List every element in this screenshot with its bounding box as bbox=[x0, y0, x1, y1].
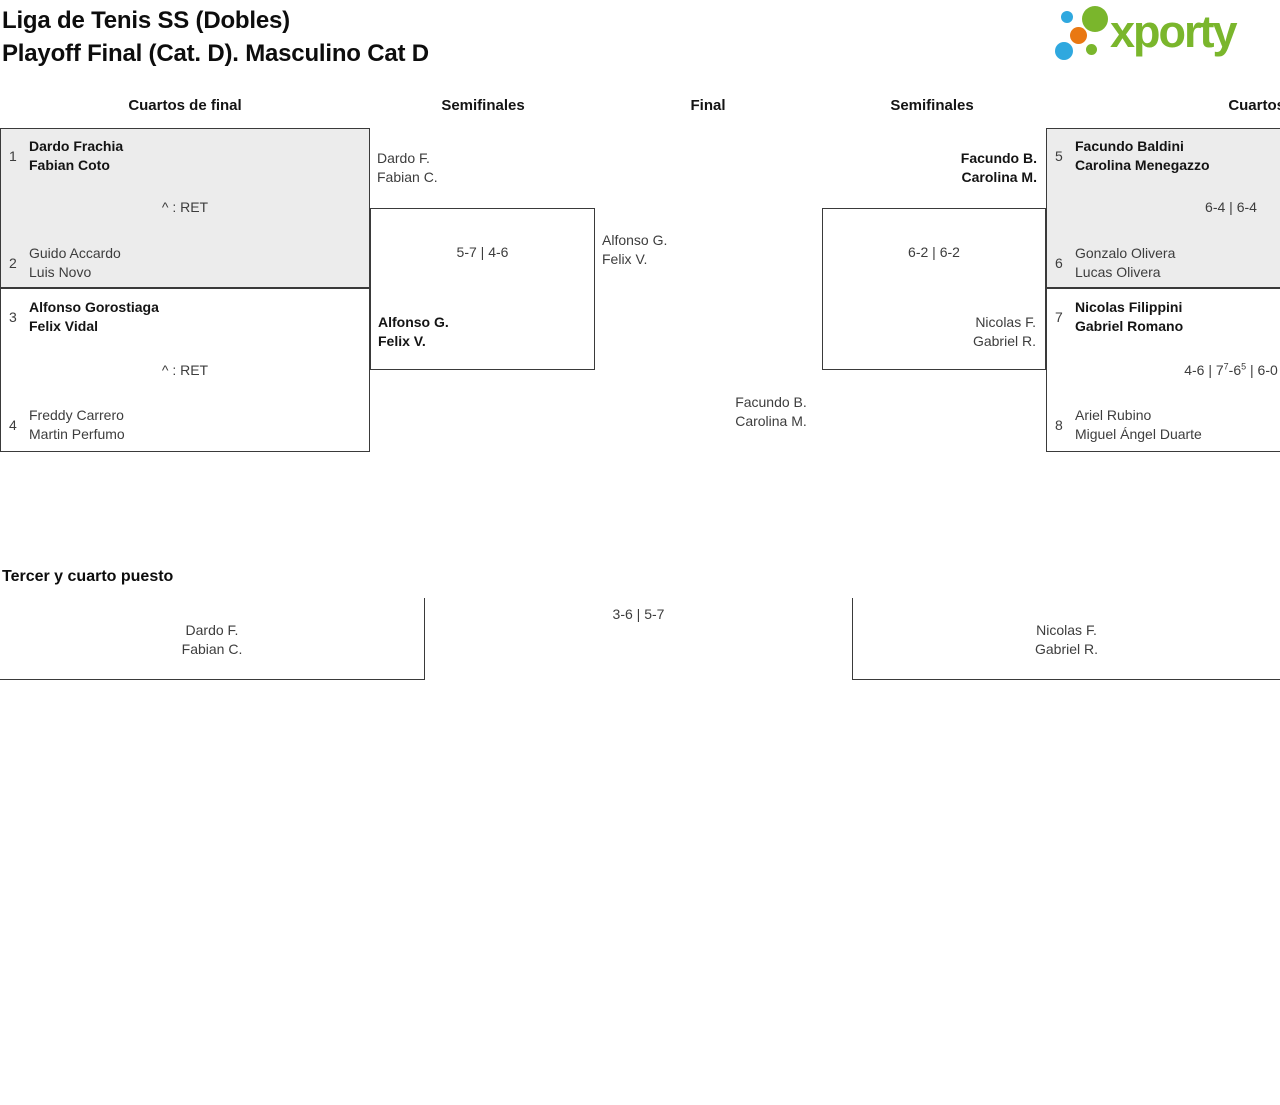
player-name: Dardo Frachia bbox=[29, 138, 124, 154]
final-team-right: Facundo B. Carolina M. bbox=[660, 393, 882, 431]
match-box-qf2: 3 Alfonso Gorostiaga Felix Vidal ^ : RET… bbox=[0, 288, 370, 452]
team-entry: 7 Nicolas Filippini Gabriel Romano bbox=[1047, 298, 1280, 336]
match-score: ^ : RET bbox=[161, 199, 209, 215]
team-entry: 3 Alfonso Gorostiaga Felix Vidal bbox=[1, 298, 369, 336]
player-name: Dardo F. bbox=[377, 150, 430, 166]
player-name: Felix V. bbox=[378, 333, 426, 349]
seed-number: 3 bbox=[9, 309, 17, 325]
player-name: Facundo B. bbox=[735, 394, 807, 410]
round-header-qf-left: Cuartos de final bbox=[128, 97, 242, 114]
third-place-score: 3-6 | 5-7 bbox=[612, 606, 665, 622]
player-name: Fabian Coto bbox=[29, 157, 110, 173]
player-name: Felix Vidal bbox=[29, 318, 98, 334]
seed-number: 5 bbox=[1055, 148, 1063, 164]
match-box-qf4: 7 Nicolas Filippini Gabriel Romano 4-6 |… bbox=[1046, 288, 1280, 452]
match-box-sf-right: 6-2 | 6-2 Nicolas F. Gabriel R. bbox=[822, 208, 1046, 370]
player-name: Alfonso G. bbox=[378, 314, 449, 330]
team-names: Alfonso Gorostiaga Felix Vidal bbox=[29, 298, 159, 336]
match-box-qf1: 1 Dardo Frachia Fabian Coto ^ : RET 2 Gu… bbox=[0, 128, 370, 288]
third-place-team-left: Dardo F. Fabian C. bbox=[0, 621, 424, 659]
xporty-logo[interactable]: xporty bbox=[1050, 3, 1278, 69]
third-place-bracket-left: Dardo F. Fabian C. bbox=[0, 598, 425, 680]
third-place-team-right: Nicolas F. Gabriel R. bbox=[853, 621, 1280, 659]
seed-number: 4 bbox=[9, 417, 17, 433]
round-header-qf-right: Cuartos de final bbox=[1228, 97, 1280, 114]
player-name: Martin Perfumo bbox=[29, 426, 125, 442]
round-header-sf-left: Semifinales bbox=[441, 97, 525, 114]
player-name: Ariel Rubino bbox=[1075, 407, 1152, 423]
match-box-qf3: 5 Facundo Baldini Carolina Menegazzo 6-4… bbox=[1046, 128, 1280, 288]
third-place-bracket-right: Nicolas F. Gabriel R. bbox=[852, 598, 1280, 680]
player-name: Carolina M. bbox=[735, 413, 807, 429]
player-name: Gabriel R. bbox=[1034, 641, 1099, 657]
player-name: Felix V. bbox=[602, 251, 648, 267]
player-name: Miguel Ángel Duarte bbox=[1075, 426, 1202, 442]
player-name: Fabian C. bbox=[377, 169, 438, 185]
team-names: Facundo Baldini Carolina Menegazzo bbox=[1075, 137, 1210, 175]
player-name: Gonzalo Olivera bbox=[1075, 245, 1176, 261]
seed-number: 8 bbox=[1055, 417, 1063, 433]
logo-dot-green-small-icon bbox=[1086, 44, 1097, 55]
player-name: Carolina M. bbox=[961, 169, 1037, 185]
player-name: Freddy Carrero bbox=[29, 407, 124, 423]
player-name: Nicolas F. bbox=[1036, 622, 1097, 638]
team-entry: 5 Facundo Baldini Carolina Menegazzo bbox=[1047, 137, 1280, 175]
seed-number: 6 bbox=[1055, 255, 1063, 271]
player-name: Luis Novo bbox=[29, 264, 92, 280]
round-header-final: Final bbox=[690, 97, 726, 114]
xporty-logo-text: xporty bbox=[1110, 6, 1238, 57]
third-place-heading: Tercer y cuarto puesto bbox=[2, 568, 174, 585]
sf-left-team-bottom: Alfonso G. Felix V. bbox=[378, 313, 449, 351]
seed-number: 2 bbox=[9, 255, 17, 271]
match-score: 6-2 | 6-2 bbox=[908, 244, 960, 260]
match-score: ^ : RET bbox=[161, 362, 209, 378]
player-name: Nicolas Filippini bbox=[1075, 299, 1183, 315]
round-header-sf-right: Semifinales bbox=[890, 97, 974, 114]
seed-number: 1 bbox=[9, 148, 17, 164]
sf-right-team-bottom: Nicolas F. Gabriel R. bbox=[973, 313, 1036, 351]
seed-number: 7 bbox=[1055, 309, 1063, 325]
player-name: Fabian C. bbox=[181, 641, 243, 657]
player-name: Alfonso Gorostiaga bbox=[29, 299, 159, 315]
logo-dot-blue-large-icon bbox=[1055, 42, 1073, 60]
player-name: Facundo Baldini bbox=[1075, 138, 1184, 154]
player-name: Lucas Olivera bbox=[1075, 264, 1161, 280]
team-names: Freddy Carrero Martin Perfumo bbox=[29, 406, 125, 444]
page-title: Liga de Tenis SS (Dobles) Playoff Final … bbox=[2, 4, 429, 70]
page-title-line2: Playoff Final (Cat. D). Masculino Cat D bbox=[2, 40, 429, 67]
player-name: Facundo B. bbox=[960, 150, 1037, 166]
team-names: Nicolas Filippini Gabriel Romano bbox=[1075, 298, 1183, 336]
team-names: Dardo Frachia Fabian Coto bbox=[29, 137, 123, 175]
player-name: Dardo F. bbox=[185, 622, 239, 638]
team-names: Guido Accardo Luis Novo bbox=[29, 244, 121, 282]
match-box-sf-left: 5-7 | 4-6 Alfonso G. Felix V. bbox=[370, 208, 595, 370]
sf-left-team-top: Dardo F. Fabian C. bbox=[377, 149, 438, 187]
page-title-line1: Liga de Tenis SS (Dobles) bbox=[2, 7, 290, 34]
player-name: Gabriel R. bbox=[972, 333, 1036, 349]
logo-dot-orange-icon bbox=[1070, 27, 1087, 44]
match-score: 6-4 | 6-4 bbox=[1205, 199, 1257, 215]
team-entry: 1 Dardo Frachia Fabian Coto bbox=[1, 137, 369, 175]
team-entry: 8 Ariel Rubino Miguel Ángel Duarte bbox=[1047, 406, 1280, 444]
player-name: Carolina Menegazzo bbox=[1075, 157, 1210, 173]
player-name: Alfonso G. bbox=[602, 232, 668, 248]
logo-dot-green-large-icon bbox=[1082, 6, 1108, 32]
final-team-left: Alfonso G. Felix V. bbox=[602, 231, 667, 269]
team-entry: 4 Freddy Carrero Martin Perfumo bbox=[1, 406, 369, 444]
team-names: Gonzalo Olivera Lucas Olivera bbox=[1075, 244, 1175, 282]
team-entry: 2 Guido Accardo Luis Novo bbox=[1, 244, 369, 282]
team-names: Ariel Rubino Miguel Ángel Duarte bbox=[1075, 406, 1202, 444]
match-score: 5-7 | 4-6 bbox=[456, 244, 509, 260]
sf-right-team-top: Facundo B. Carolina M. bbox=[822, 149, 1037, 187]
player-name: Nicolas F. bbox=[975, 314, 1036, 330]
team-entry: 6 Gonzalo Olivera Lucas Olivera bbox=[1047, 244, 1280, 282]
logo-dot-blue-small-icon bbox=[1061, 11, 1073, 23]
player-name: Gabriel Romano bbox=[1075, 318, 1184, 334]
player-name: Guido Accardo bbox=[29, 245, 121, 261]
match-score: 4-6 | 77-65 | 6-0 bbox=[1184, 361, 1278, 378]
